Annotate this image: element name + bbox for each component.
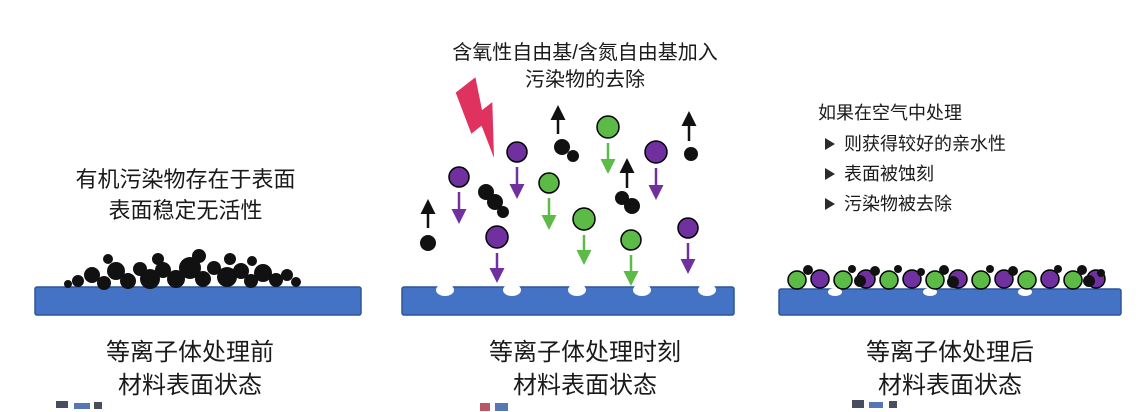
- purple-radical-particles: [448, 140, 699, 249]
- title-line: 污染物的去除: [525, 69, 645, 91]
- surface-bar-during: [401, 284, 735, 316]
- caption-line: 等离子体处理时刻: [489, 339, 681, 366]
- after-caption: 等离子体处理后 材料表面状态: [795, 336, 1105, 402]
- note-bullet: 则获得较好的亲水性: [818, 129, 1123, 159]
- caption-line: 等离子体处理前: [106, 339, 274, 366]
- pollutant-particles-before: [64, 249, 301, 290]
- caption-line: 材料表面状态: [878, 372, 1022, 399]
- radical-addition-title: 含氧性自由基/含氮自由基加入 污染物的去除: [415, 40, 755, 94]
- arrowhead-right-icon: [825, 198, 835, 210]
- etch-pit-notches: [436, 284, 716, 296]
- description-line: 有机污染物存在于表面: [75, 167, 296, 192]
- description-line: 表面稳定无活性: [108, 198, 263, 223]
- note-bullet: 表面被蚀刻: [818, 159, 1123, 189]
- green-radical-particles: [538, 115, 642, 251]
- before-surface-description: 有机污染物存在于表面 表面稳定无活性: [28, 164, 343, 226]
- bullet-text: 表面被蚀刻: [844, 164, 934, 184]
- bottom-crop-artifacts: [56, 400, 897, 411]
- green-radical-arrows: [541, 143, 639, 286]
- desorbing-pollutant-arrows: [420, 105, 697, 228]
- etch-pit-notches: [828, 288, 1032, 296]
- before-caption: 等离子体处理前 材料表面状态: [40, 336, 340, 402]
- note-title: 如果在空气中处理: [818, 103, 962, 123]
- arrowhead-right-icon: [825, 138, 835, 150]
- purple-radical-arrows: [451, 167, 696, 283]
- caption-line: 材料表面状态: [118, 372, 262, 399]
- surface-bar-before: [34, 286, 362, 316]
- surface-bar-after: [778, 288, 1122, 316]
- residual-pollutant-dots: [803, 265, 1105, 288]
- air-treatment-note: 如果在空气中处理 则获得较好的亲水性 表面被蚀刻 污染物被去除: [818, 98, 1123, 219]
- bullet-text: 污染物被去除: [844, 194, 952, 214]
- pollutant-particles-during: [420, 139, 698, 251]
- title-line: 含氧性自由基/含氮自由基加入: [452, 42, 718, 64]
- lightning-icon: [455, 77, 494, 158]
- bullet-text: 则获得较好的亲水性: [844, 134, 1006, 154]
- arrowhead-right-icon: [825, 168, 835, 180]
- note-bullet: 污染物被去除: [818, 189, 1123, 219]
- caption-line: 等离子体处理后: [866, 339, 1034, 366]
- during-caption: 等离子体处理时刻 材料表面状态: [425, 336, 745, 402]
- caption-line: 材料表面状态: [513, 372, 657, 399]
